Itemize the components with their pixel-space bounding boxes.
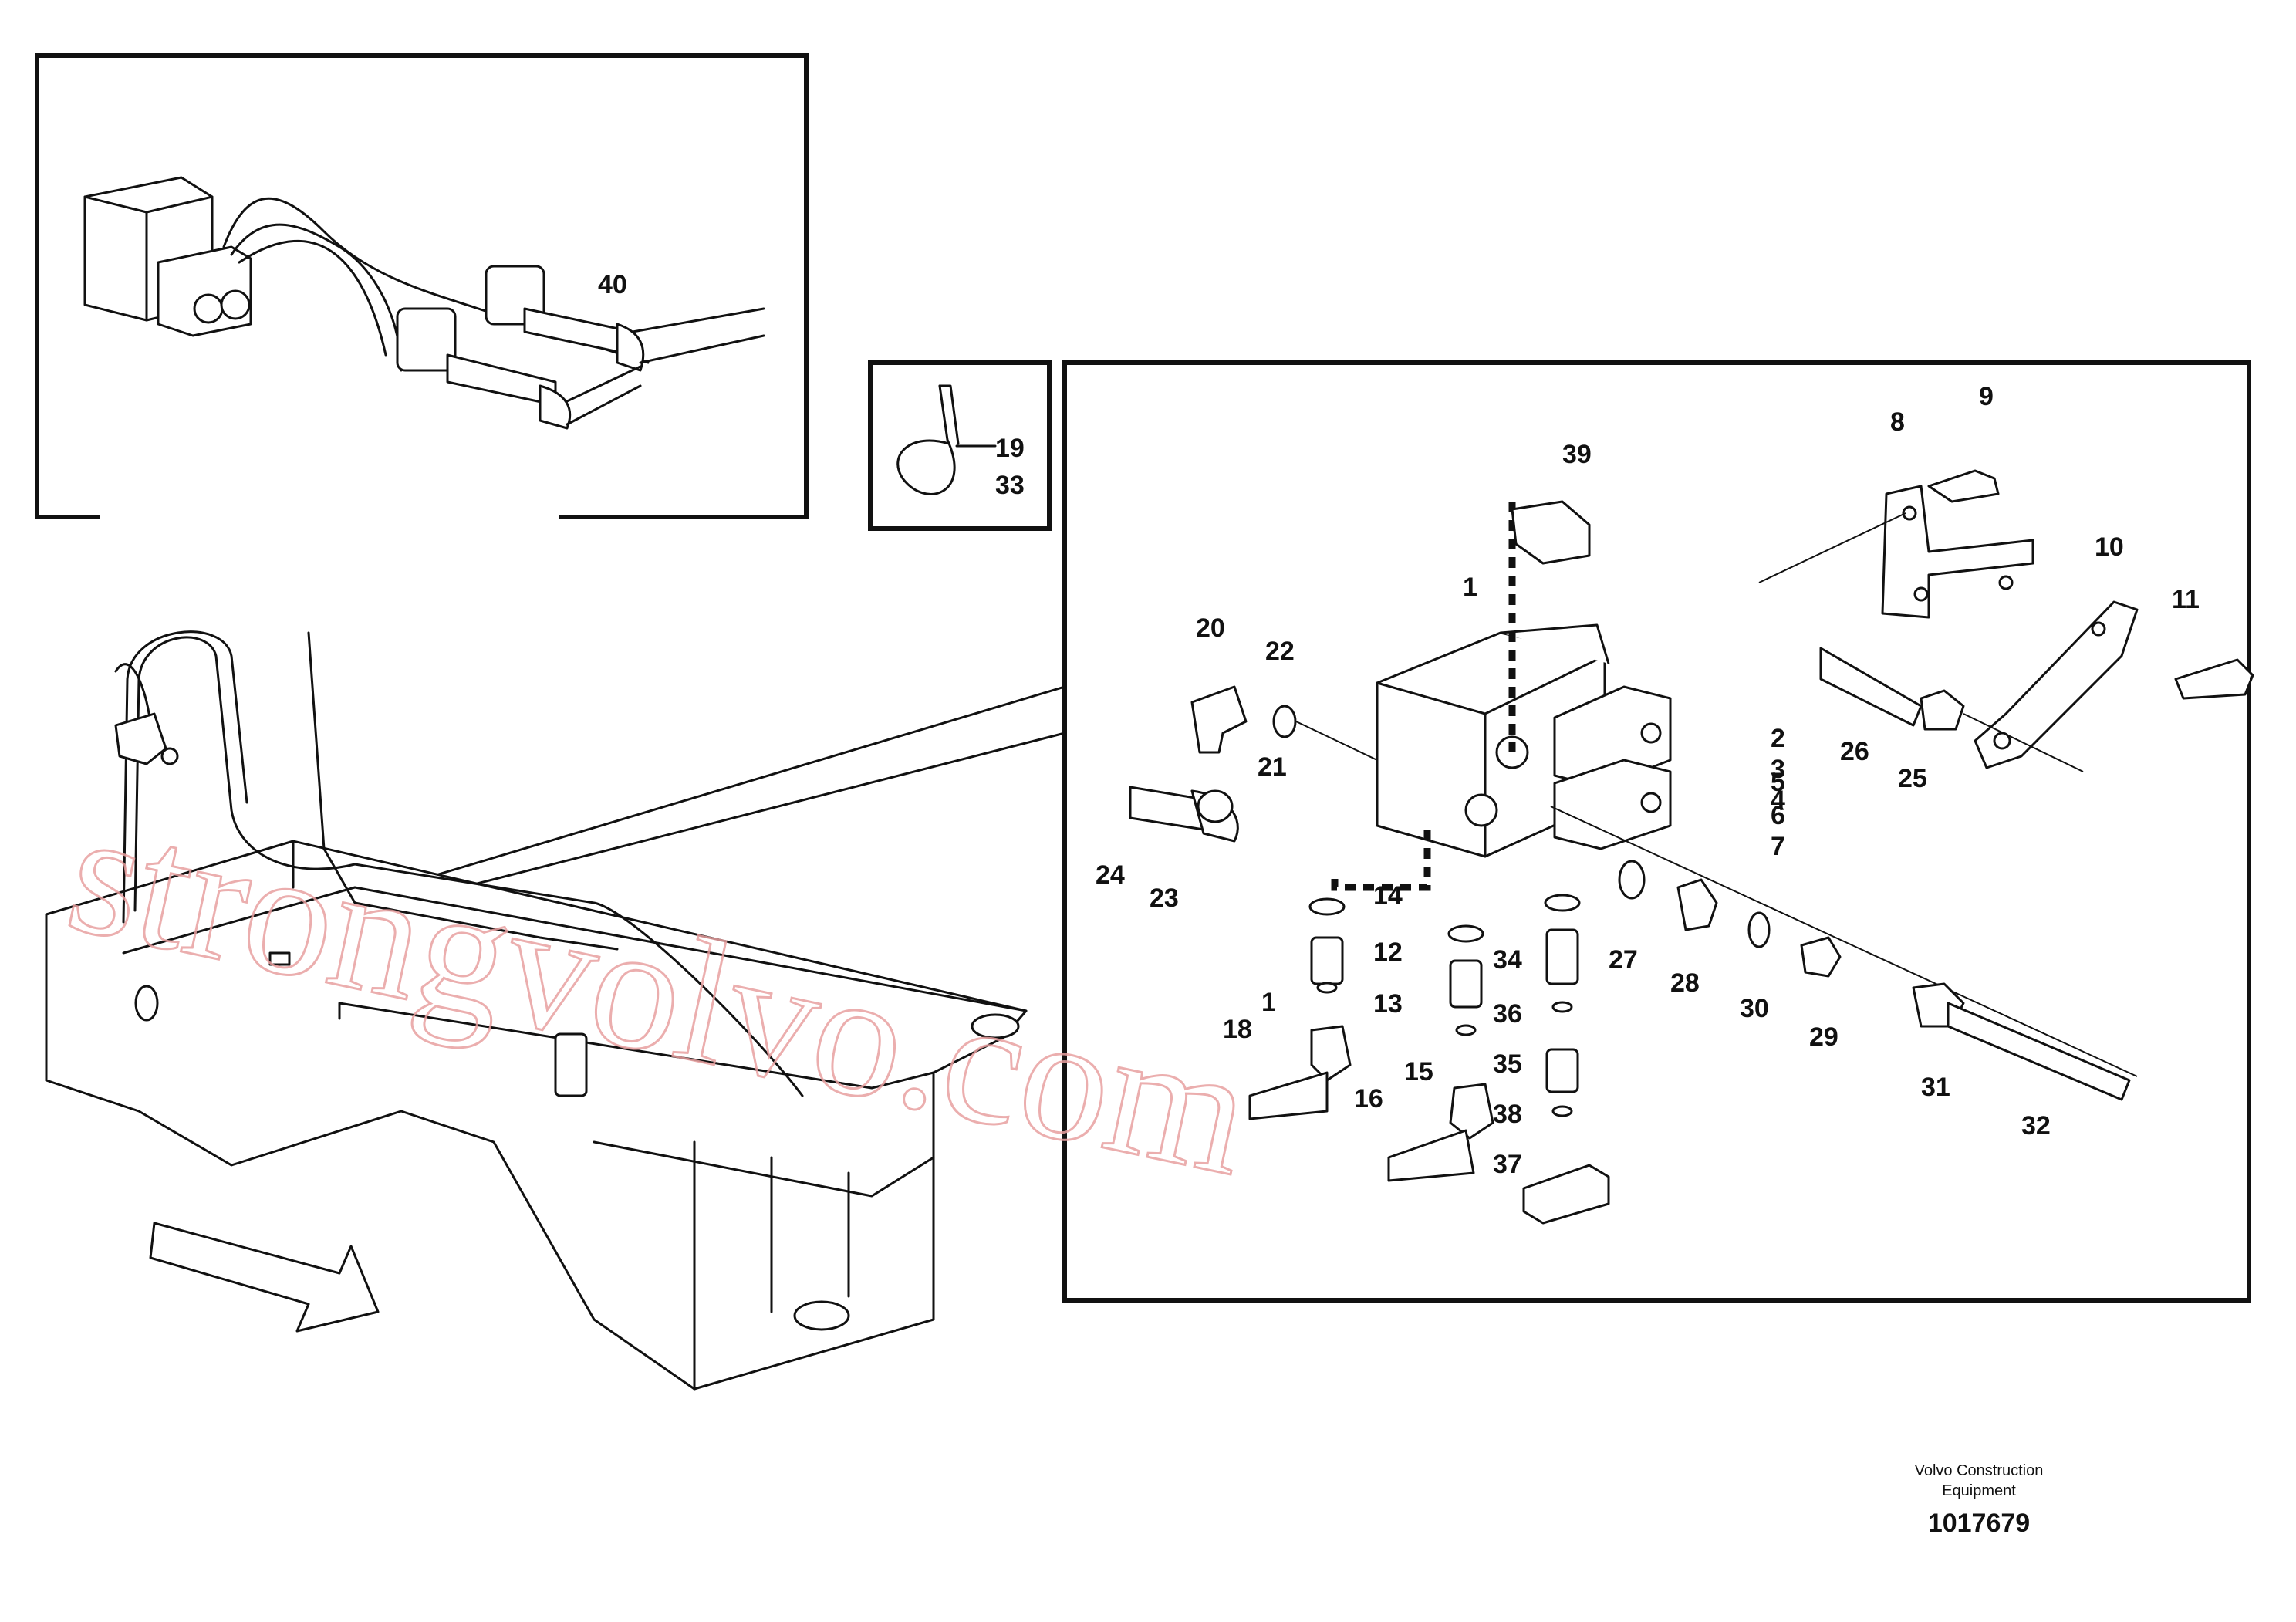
callout-11: 11	[2172, 585, 2200, 614]
callout-16: 16	[1354, 1084, 1383, 1113]
callout-9: 9	[1979, 382, 1994, 411]
callout-13: 13	[1373, 989, 1403, 1019]
callout-8: 8	[1890, 407, 1905, 437]
bolt-11	[2174, 658, 2254, 700]
leader-wedge	[419, 685, 1066, 897]
callout-40: 40	[598, 270, 627, 299]
solenoid-relay-box	[83, 176, 252, 337]
caption-line-1: Volvo Construction	[1915, 1462, 2044, 1479]
callout-21: 21	[1258, 752, 1287, 782]
hose-end-23	[1129, 786, 1239, 843]
fittings-left-column	[1248, 894, 1610, 1225]
callout-7: 7	[1771, 832, 1785, 861]
callout-32: 32	[2021, 1111, 2051, 1140]
fittings-right-row	[1550, 806, 2138, 1101]
document-number: 1017679	[1928, 1509, 2030, 1538]
callout-12: 12	[1373, 938, 1403, 967]
callout-35: 35	[1493, 1049, 1522, 1079]
callout-29: 29	[1809, 1022, 1838, 1052]
callout-38: 38	[1493, 1100, 1522, 1129]
callout-37: 37	[1493, 1150, 1522, 1179]
hose-fittings-inset	[396, 265, 765, 430]
hose-26-25	[1819, 647, 2084, 772]
callout-14: 14	[1373, 881, 1403, 911]
callout-25: 25	[1898, 764, 1927, 793]
direction-arrow	[149, 1222, 380, 1333]
caption-block: Volvo Construction Equipment 1017679	[1915, 1462, 2044, 1538]
detail-frame-valve-assembly	[1062, 360, 2251, 1303]
solenoid-on-frame	[114, 712, 179, 765]
callout-22: 22	[1265, 637, 1295, 666]
callout-3: 3	[1771, 755, 1785, 784]
callout-31: 31	[1921, 1073, 1950, 1102]
callout-33: 33	[995, 471, 1025, 500]
callout-34: 34	[1493, 945, 1522, 975]
callout-19: 19	[995, 434, 1025, 463]
callout-24: 24	[1096, 860, 1125, 890]
machine-frame	[45, 840, 1028, 1391]
cable-tie	[896, 384, 997, 495]
fitting-39	[1511, 500, 1591, 565]
callout-30: 30	[1740, 994, 1769, 1023]
bracket-8	[1758, 469, 2034, 619]
callout-26: 26	[1840, 737, 1869, 766]
elbow-fitting-20	[1190, 685, 1378, 761]
callout-labels: 40 19 33 39 1 20 22 21 24 23 14 12 13 1 …	[598, 270, 2200, 1179]
callout-1a: 1	[1463, 573, 1477, 602]
callout-2: 2	[1771, 724, 1785, 753]
callout-18: 18	[1223, 1015, 1252, 1044]
callout-6: 6	[1771, 801, 1785, 830]
callout-1b: 1	[1261, 988, 1276, 1017]
callout-28: 28	[1670, 968, 1700, 998]
callout-15: 15	[1404, 1057, 1433, 1086]
detail-frame-top-left	[35, 53, 809, 519]
callout-23: 23	[1150, 884, 1179, 913]
bracket-10	[1974, 600, 2139, 769]
caption-line-2: Equipment	[1942, 1482, 2016, 1499]
callout-27: 27	[1609, 945, 1638, 975]
callout-10: 10	[2095, 532, 2124, 562]
callout-20: 20	[1196, 613, 1225, 643]
callout-4: 4	[1771, 786, 1785, 815]
callout-5: 5	[1771, 768, 1785, 797]
detail-frame-cable-tie	[868, 360, 1052, 531]
callout-36: 36	[1493, 999, 1522, 1029]
callout-39: 39	[1562, 440, 1592, 469]
solenoid-coil-upper	[1553, 685, 1672, 789]
solenoid-coil-lower	[1553, 759, 1672, 850]
dashed-routing	[1331, 502, 1516, 891]
